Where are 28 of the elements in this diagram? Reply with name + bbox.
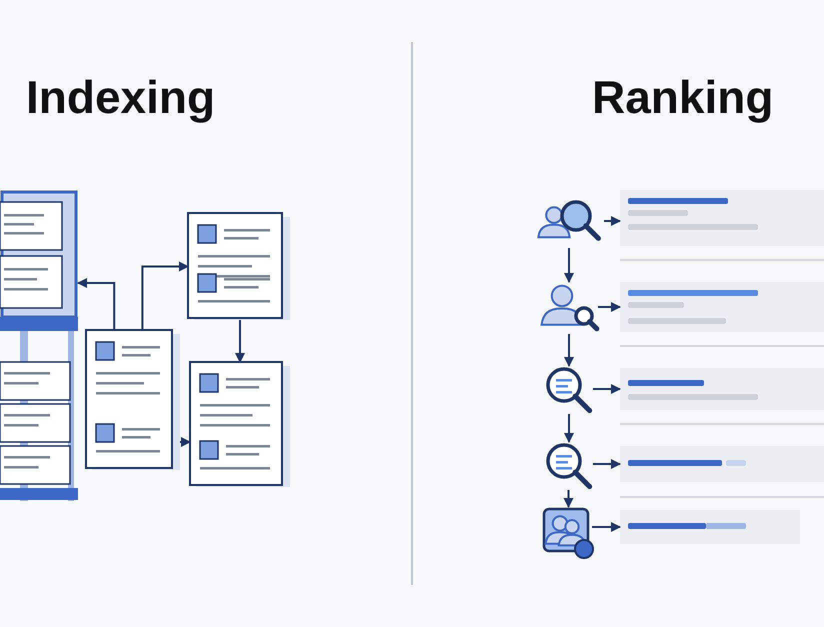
document-drawing (188, 213, 290, 320)
arrow (564, 490, 574, 508)
magnifier-icon (545, 366, 593, 414)
arrow (564, 414, 574, 443)
arrow (235, 320, 245, 363)
result-card (620, 510, 800, 544)
result-card (620, 282, 824, 332)
arrow (598, 302, 621, 312)
magnifier-icon (545, 442, 593, 490)
document-drawing (86, 330, 180, 470)
result-card (620, 368, 824, 410)
user-group-icon (542, 507, 592, 557)
arrow (77, 278, 116, 330)
document-drawing (190, 362, 290, 487)
arrow (564, 248, 574, 283)
user-search-icon (540, 282, 598, 334)
arrow (593, 459, 621, 469)
result-card (620, 446, 824, 482)
arrow (593, 384, 621, 394)
arrow (180, 437, 191, 447)
server-rack-drawing (0, 190, 78, 500)
result-card (620, 190, 824, 246)
arrow (592, 522, 621, 532)
arrow (141, 262, 189, 330)
arrow (564, 334, 574, 367)
panel-heading: Ranking (592, 70, 774, 124)
panel-heading: Indexing (26, 70, 216, 124)
arrow (604, 216, 621, 226)
